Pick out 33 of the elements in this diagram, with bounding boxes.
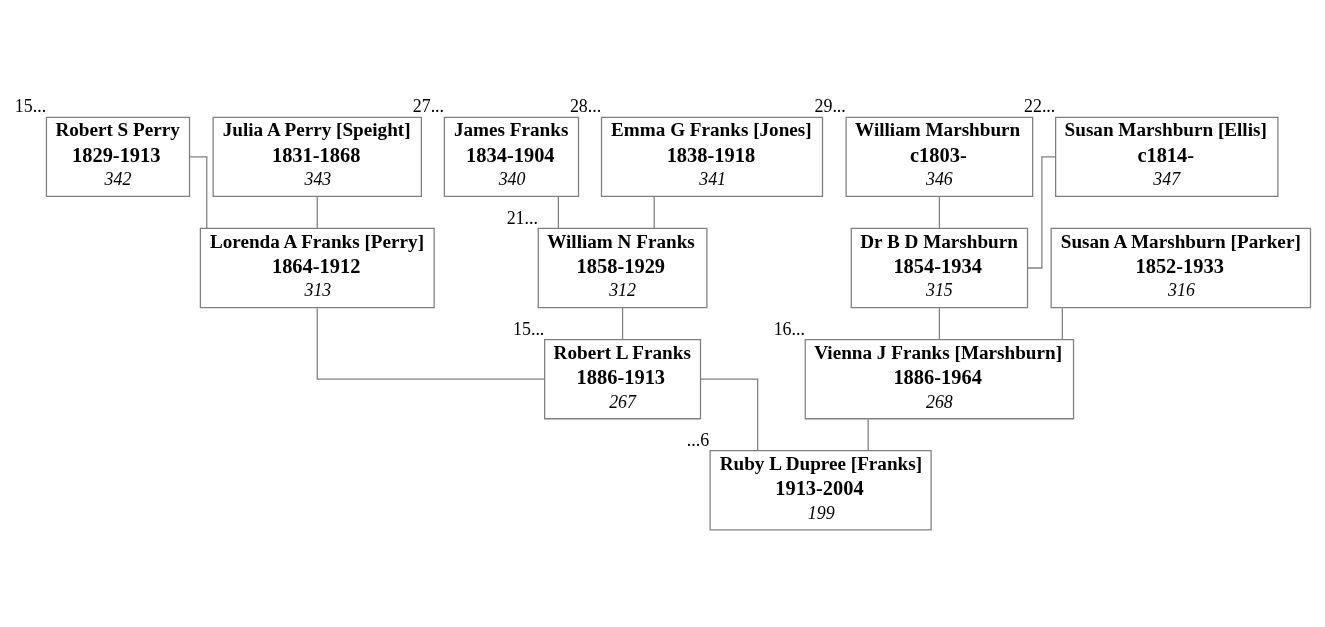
node-box: James Franks 1834-1904 340 [443, 116, 580, 197]
connector [938, 195, 941, 229]
node-label: 27... [412, 95, 445, 116]
connector [316, 307, 545, 380]
node-label: 22... [1024, 95, 1056, 116]
node-box: Dr B D Marshburn 1854-1934 315 [850, 227, 1029, 308]
connector [700, 378, 759, 451]
node-box: Julia A Perry [Speight] 1831-1868 343 [212, 116, 422, 197]
connector [557, 195, 560, 229]
node-box: Robert L Franks 1886-1913 267 [544, 338, 702, 419]
node-box: William Marshburn c1803- 346 [845, 116, 1034, 197]
connector [189, 155, 208, 229]
node-box: Emma G Franks [Jones] 1838-1918 341 [600, 116, 824, 197]
connector [1061, 307, 1063, 340]
connector [938, 307, 941, 340]
connector [621, 307, 624, 340]
connector [653, 195, 655, 229]
node-label: 16... [773, 318, 805, 339]
node-label: 21... [506, 207, 538, 228]
node-label: 28... [569, 95, 602, 116]
node-box: Susan Marshburn [Ellis] c1814- 347 [1055, 116, 1279, 197]
node-label: 15... [14, 95, 47, 116]
node-box: Ruby L Dupree [Franks] 1913-2004 199 [709, 449, 932, 531]
connector [316, 195, 318, 229]
node-box: Lorenda A Franks [Perry] 1864-1912 313 [199, 227, 435, 308]
node-box: Vienna J Franks [Marshburn] 1886-1964 268 [804, 338, 1075, 419]
node-box: William N Franks 1858-1929 312 [537, 227, 708, 308]
node-box: Robert S Perry 1829-1913 342 [45, 116, 191, 197]
node-label: 15... [513, 318, 545, 339]
connector [867, 418, 869, 451]
node-label: ...6 [686, 429, 710, 450]
node-label: 29... [814, 95, 846, 116]
node-box: Susan A Marshburn [Parker] 1852-1933 316 [1050, 227, 1312, 308]
